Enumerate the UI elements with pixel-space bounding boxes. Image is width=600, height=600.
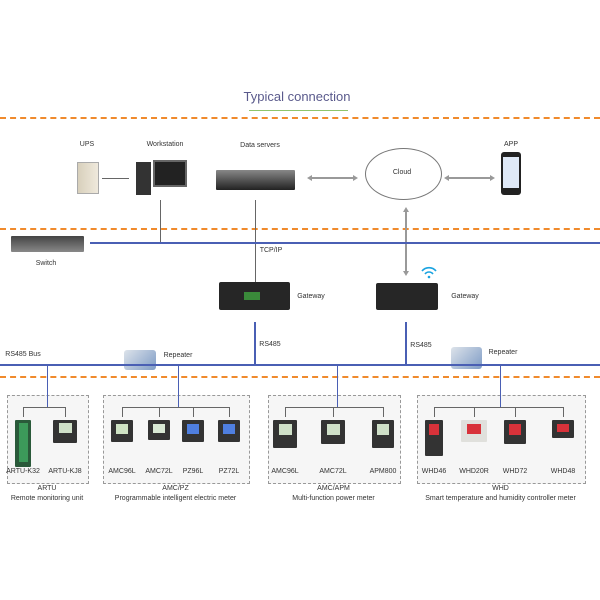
group-description: Smart temperature and humidity controlle… [425, 495, 576, 502]
switch-label: Switch [35, 260, 57, 267]
ups-icon [77, 162, 99, 194]
gateway-label: Gateway [297, 293, 325, 300]
device-label: WHD72 [502, 468, 528, 475]
device-label: ARTU-KJ8 [48, 468, 82, 475]
device-icon [53, 420, 77, 443]
bracket-drop [474, 407, 475, 417]
device-icon [218, 420, 240, 442]
device-label: APM800 [369, 468, 397, 475]
device-label: AMC72L [319, 468, 347, 475]
ups-label: UPS [79, 141, 95, 148]
repeater-label: Repeater [163, 352, 193, 359]
bracket-drop [383, 407, 384, 417]
cloud-label: Cloud [392, 169, 412, 176]
dashed-divider [0, 376, 600, 378]
rs485-line [405, 322, 407, 365]
group-name: AMC/PZ [162, 485, 189, 492]
bracket-line [122, 407, 229, 408]
device-label: PZ96L [182, 468, 204, 475]
wireless-gateway-icon [376, 283, 438, 310]
dashed-divider [0, 117, 600, 119]
device-icon [425, 420, 443, 456]
device-icon [182, 420, 204, 442]
switch-icon [11, 236, 84, 252]
device-icon [552, 420, 574, 438]
bracket-drop [434, 407, 435, 417]
device-label: AMC96L [108, 468, 136, 475]
gateway-icon [219, 282, 290, 310]
phone-icon [501, 152, 521, 195]
device-label: AMC96L [271, 468, 299, 475]
repeater-label: Repeater [488, 349, 518, 356]
rs485-label: RS485 [259, 341, 281, 348]
device-label: PZ72L [218, 468, 240, 475]
device-icon [148, 420, 170, 440]
rs485-line [254, 322, 256, 365]
repeater-icon [451, 347, 482, 369]
connector-line [102, 178, 129, 179]
server-icon [216, 170, 295, 190]
bus-drop-line [178, 365, 179, 407]
workstation-tower-icon [136, 162, 151, 195]
device-label: AMC72L [145, 468, 173, 475]
connector-line [255, 200, 256, 282]
device-icon [321, 420, 345, 444]
bracket-line [23, 407, 65, 408]
title-underline [249, 110, 348, 111]
bracket-drop [193, 407, 194, 417]
group-description: Programmable intelligent electric meter [114, 495, 237, 502]
device-label: ARTU-K32 [6, 468, 40, 475]
workstation-label: Workstation [146, 141, 184, 148]
data-servers-label: Data servers [240, 142, 280, 149]
wifi-icon [421, 266, 437, 275]
app-label: APP [503, 141, 519, 148]
page-title: Typical connection [243, 89, 351, 104]
group-description: Multi-function power meter [292, 495, 375, 502]
repeater-icon [124, 350, 156, 370]
tcpip-bus-line [90, 242, 600, 244]
workstation-monitor-icon [153, 160, 187, 187]
device-group-box [417, 395, 586, 484]
bus-drop-line [337, 365, 338, 407]
device-icon [504, 420, 526, 444]
rs485-bus-line [0, 364, 600, 366]
bus-drop-line [47, 365, 48, 407]
tcpip-label: TCP/IP [259, 247, 283, 254]
bracket-line [285, 407, 383, 408]
group-name: WHD [492, 485, 509, 492]
bus-drop-line [500, 365, 501, 407]
group-name: AMC/APM [317, 485, 350, 492]
connector-line [160, 200, 161, 243]
device-icon [111, 420, 133, 442]
bracket-drop [515, 407, 516, 417]
device-label: WHD46 [421, 468, 447, 475]
rs485-bus-label: RS485 Bus [5, 351, 41, 358]
bracket-drop [285, 407, 286, 417]
gateway-label: Gateway [451, 293, 479, 300]
dashed-divider [0, 228, 600, 230]
device-icon [461, 420, 487, 442]
bracket-drop [65, 407, 66, 417]
device-icon [15, 420, 31, 467]
bracket-drop [229, 407, 230, 417]
group-description: Remote monitoring unit [10, 495, 84, 502]
rs485-label: RS485 [410, 342, 432, 349]
cloud-icon [365, 148, 442, 200]
bracket-drop [159, 407, 160, 417]
device-icon [372, 420, 394, 448]
group-name: ARTU [37, 485, 57, 492]
device-label: WHD20R [459, 468, 489, 475]
bracket-drop [333, 407, 334, 417]
device-label: WHD48 [550, 468, 576, 475]
bracket-drop [122, 407, 123, 417]
bracket-line [434, 407, 563, 408]
bracket-drop [563, 407, 564, 417]
bracket-drop [23, 407, 24, 417]
device-icon [273, 420, 297, 448]
